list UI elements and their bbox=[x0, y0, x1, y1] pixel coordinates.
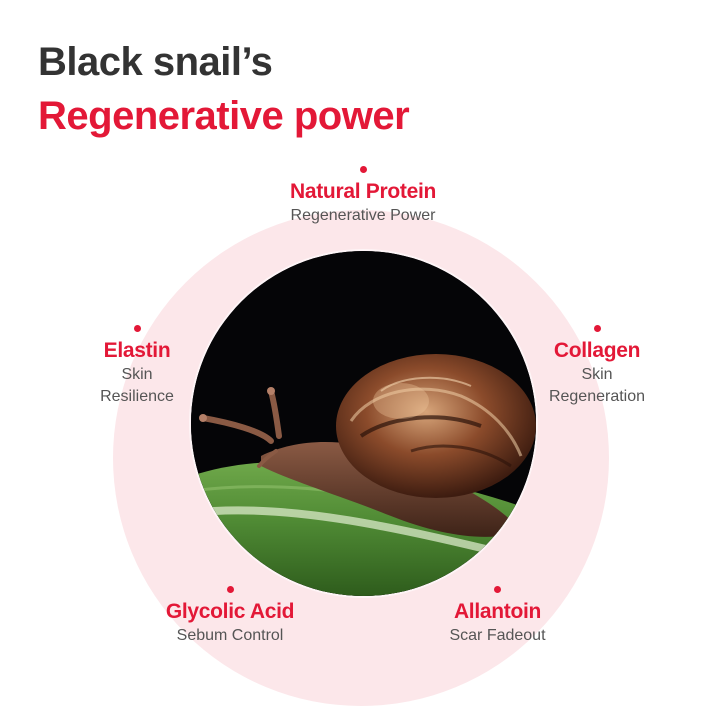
snail-illustration bbox=[191, 251, 536, 596]
ingredient-allantoin: Allantoin Scar Fadeout bbox=[420, 586, 575, 647]
marker-dot bbox=[133, 325, 141, 332]
ingredient-benefit-line-2: Resilience bbox=[100, 388, 174, 405]
ingredient-name: Elastin bbox=[103, 339, 171, 362]
marker-dot bbox=[359, 166, 367, 173]
ingredient-name: Allantoin bbox=[453, 600, 542, 623]
ingredient-elastin: Elastin Skin Resilience bbox=[77, 325, 197, 408]
ingredient-collagen: Collagen Skin Regeneration bbox=[527, 325, 667, 408]
ingredient-glycolic-acid: Glycolic Acid Sebum Control bbox=[145, 586, 315, 647]
ingredient-name: Natural Protein bbox=[289, 180, 437, 203]
headline-line-2: Regenerative power bbox=[38, 94, 410, 138]
ingredient-benefit: Scar Fadeout bbox=[449, 627, 546, 644]
ingredient-benefit: Skin bbox=[121, 366, 153, 383]
ingredient-natural-protein: Natural Protein Regenerative Power bbox=[263, 166, 463, 227]
ingredient-benefit: Sebum Control bbox=[176, 627, 284, 644]
marker-dot bbox=[494, 586, 501, 593]
ingredient-benefit-line-2: Regeneration bbox=[548, 388, 646, 405]
ingredient-name: Collagen bbox=[553, 339, 641, 362]
ingredient-name: Glycolic Acid bbox=[165, 600, 295, 623]
ingredient-benefit: Regenerative Power bbox=[290, 207, 436, 224]
headline-line-1: Black snail’s bbox=[38, 40, 273, 84]
marker-dot bbox=[226, 586, 234, 593]
snail-photo bbox=[191, 251, 536, 596]
marker-dot bbox=[593, 325, 601, 332]
ingredient-benefit: Skin bbox=[581, 366, 613, 383]
